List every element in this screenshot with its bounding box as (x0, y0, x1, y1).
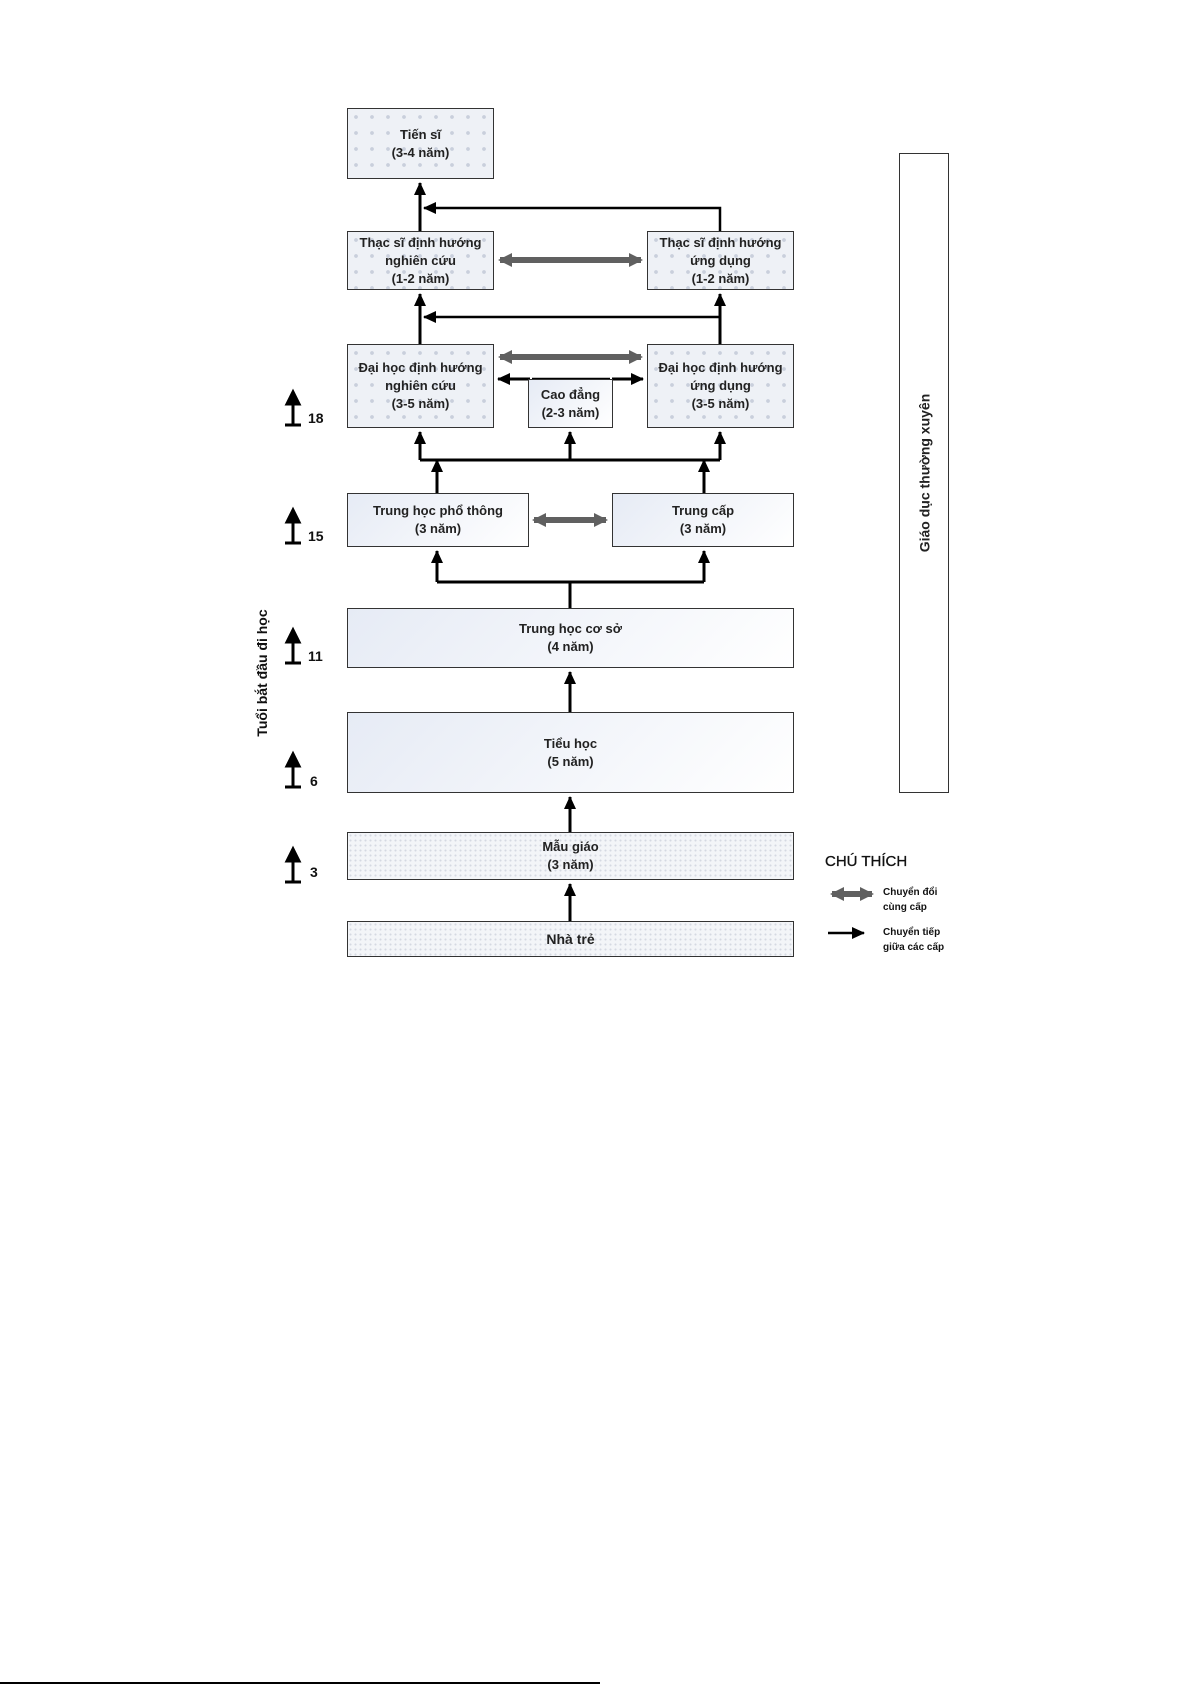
box-trung-hoc-pho-thong: Trung học phổ thông(3 năm) (347, 493, 529, 547)
age-arrow-6 (284, 750, 302, 789)
age-3: 3 (310, 864, 318, 880)
age-arrow-3 (284, 845, 302, 884)
box-nha-tre: Nhà trẻ (347, 921, 794, 957)
age-11: 11 (308, 648, 323, 664)
age-15: 15 (308, 528, 324, 544)
arrow-thsud-to-ts (423, 202, 722, 231)
age-6: 6 (310, 773, 318, 789)
age-18: 18 (308, 410, 324, 426)
box-trung-cap: Trung cấp(3 năm) (612, 493, 794, 547)
box-trung-hoc-co-so: Trung học cơ sở(4 năm) (347, 608, 794, 668)
box-cao-dang: Cao đẳng(2-3 năm) (528, 379, 613, 428)
box-giao-duc-thuong-xuyen: Giáo dục thường xuyên (899, 153, 949, 793)
age-arrow-18 (284, 388, 302, 427)
box-tieu-hoc: Tiểu học(5 năm) (347, 712, 794, 793)
box-mau-giao: Mẫu giáo(3 năm) (347, 832, 794, 880)
legend-title: CHÚ THÍCH (825, 853, 908, 870)
age-arrow-15 (284, 506, 302, 545)
age-arrow-11 (284, 626, 302, 665)
box-tien-si: Tiến sĩ(3-4 năm) (347, 108, 494, 179)
